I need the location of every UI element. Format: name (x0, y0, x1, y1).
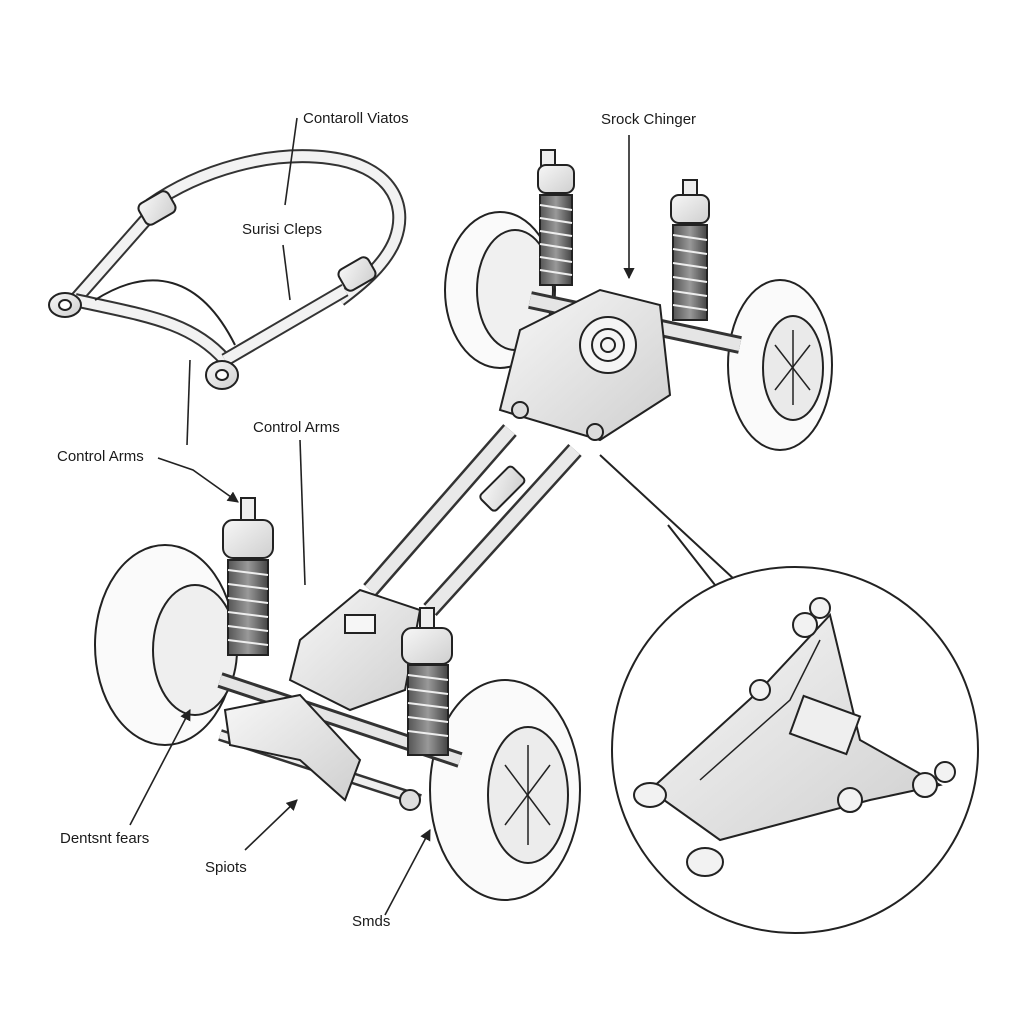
label-control-arms-left: Control Arms (57, 448, 144, 465)
label-srock-chinger: Srock Chinger (601, 111, 696, 128)
label-surisi-cleps: Surisi Cleps (242, 221, 322, 238)
label-dentsnt-fears: Dentsnt fears (60, 830, 149, 847)
loose-control-arm (48, 149, 407, 390)
label-control-vials: Contaroll Viatos (303, 110, 409, 127)
label-smds: Smds (352, 913, 390, 930)
drive-shafts (363, 424, 582, 617)
label-control-arms-center: Control Arms (253, 419, 340, 436)
labels: Contaroll Viatos Surisi Cleps Srock Chin… (57, 110, 696, 930)
front-axle-assembly (94, 497, 581, 901)
detail-callout (599, 454, 979, 934)
rear-axle-assembly (444, 149, 833, 451)
leader-lines (129, 117, 635, 916)
label-spiots: Spiots (205, 859, 247, 876)
